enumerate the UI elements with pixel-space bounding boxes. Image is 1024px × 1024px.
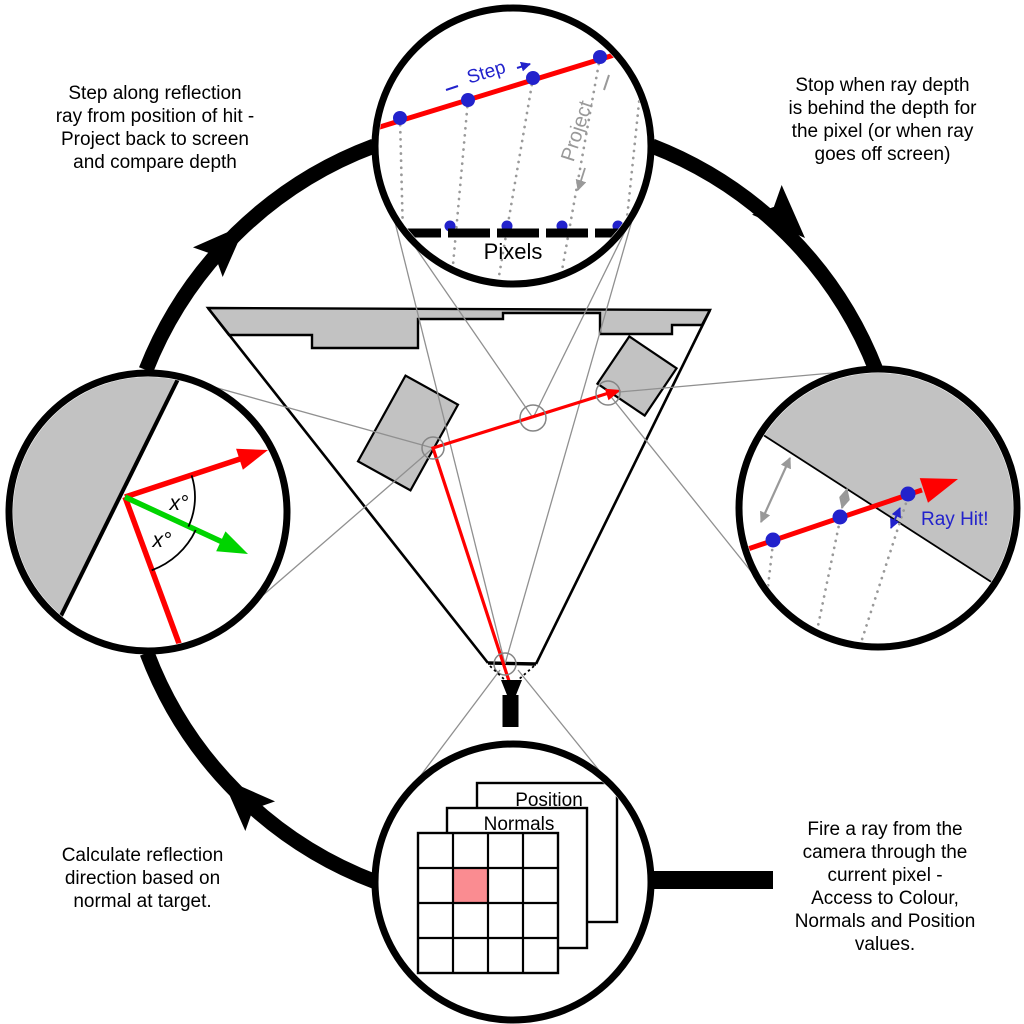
ray-march-point-circle (519, 404, 547, 432)
angle-label-upper: x° (169, 492, 189, 515)
normals-label: Normals (484, 814, 555, 835)
march-dots-right (765, 486, 916, 548)
annotation-top-right: Stop when ray depth is behind the depth … (750, 74, 1015, 166)
colour-grid (416, 831, 560, 975)
annotation-line: Fire a ray from the (807, 819, 963, 840)
scene-object-right (595, 334, 679, 418)
ray-hit-label: Ray Hit! (921, 509, 989, 530)
frustum-near-plane (487, 661, 537, 666)
frustum-left-edge (206, 307, 490, 664)
cycle-arrowhead-top-left-icon (192, 224, 246, 278)
annotation-line: camera through the (802, 842, 968, 863)
annotation-line: Access to Colour, (811, 888, 959, 909)
scene-base (205, 306, 712, 666)
inset-step-project: Pixels Step Project (371, 4, 655, 288)
annotation-line: the pixel (or when ray (791, 121, 974, 142)
depth-compare-arrows (759, 456, 850, 524)
annotation-line: goes off screen) (814, 144, 951, 165)
cycle-arc-top-to-right (649, 139, 883, 373)
annotation-line: Project back to screen (61, 129, 249, 150)
projection-dotted-lines (398, 43, 647, 278)
cycle-bar-bottom-right (645, 871, 773, 889)
position-label: Position (515, 790, 583, 811)
incoming-ray (122, 496, 187, 647)
target-point-circle (595, 380, 621, 406)
inset-top-bg (375, 8, 651, 284)
zoom-point-circles (421, 380, 621, 676)
reflection-ray (430, 390, 613, 682)
inset-gbuffers: Position Normals (371, 740, 655, 1024)
inset-right-ray-arrowhead-icon (919, 478, 958, 503)
annotation-line: normal at target. (73, 891, 212, 912)
cycle-arrowhead-bottom-left-icon (222, 778, 276, 832)
inset-left-ring (5, 369, 291, 655)
surface-edge-left (53, 377, 184, 629)
annotation-bottom-right: Fire a ray from the camera through the c… (755, 818, 1015, 956)
annotation-line: and compare depth (73, 152, 237, 173)
hit-point-circle (421, 436, 445, 460)
annotation-line: direction based on (64, 868, 221, 889)
annotation-line: Normals and Position (794, 911, 976, 932)
normal-vector (123, 494, 233, 549)
annotation-line: current pixel - (827, 865, 943, 886)
annotation-line: is behind the depth for (788, 98, 977, 119)
annotation-line: ray from position of hit - (55, 106, 255, 127)
magnifier-connector-lines (184, 181, 867, 800)
pixels-label: Pixels (484, 239, 543, 264)
annotation-line: values. (854, 934, 916, 955)
surface-region-left (13, 377, 182, 628)
scene-object-left (356, 374, 460, 492)
cycle-arrowhead-top-right-icon (751, 184, 805, 238)
cycle-arrows (139, 138, 883, 890)
hit-gap-arrow (890, 507, 901, 529)
angle-arcs (151, 475, 197, 572)
annotation-line: Stop when ray depth (795, 75, 970, 96)
inset-bottom-ring (371, 740, 655, 1024)
inset-top-ring (371, 4, 655, 288)
annotation-line: Step along reflection (68, 83, 242, 104)
scene-top (421, 380, 621, 727)
inset-ray-hit: Ray Hit! (735, 365, 1021, 651)
inset-right-ring (735, 365, 1021, 651)
frustum-right-edge (534, 309, 712, 665)
camera-icon (501, 680, 522, 727)
camera-funnel-dotted (489, 665, 535, 682)
view-frustum (206, 307, 712, 666)
annotation-bottom-left: Calculate reflection direction based on … (25, 844, 260, 913)
camera-pixel-circle (493, 652, 517, 676)
reflected-ray-arrowhead-icon (236, 448, 268, 470)
reflection-ray-arrowhead-icon (604, 388, 621, 401)
screen-depth-profile (205, 306, 712, 350)
current-pixel-cell (453, 868, 488, 903)
ray-step-dots (393, 50, 607, 125)
annotation-top-left: Step along reflection ray from position … (35, 82, 275, 174)
angle-label-lower: x° (152, 529, 172, 552)
annotation-line: Calculate reflection (61, 845, 224, 866)
inset-reflection: x° x° (5, 369, 291, 655)
reflected-ray (124, 452, 253, 500)
normal-arrowhead-icon (216, 531, 248, 554)
